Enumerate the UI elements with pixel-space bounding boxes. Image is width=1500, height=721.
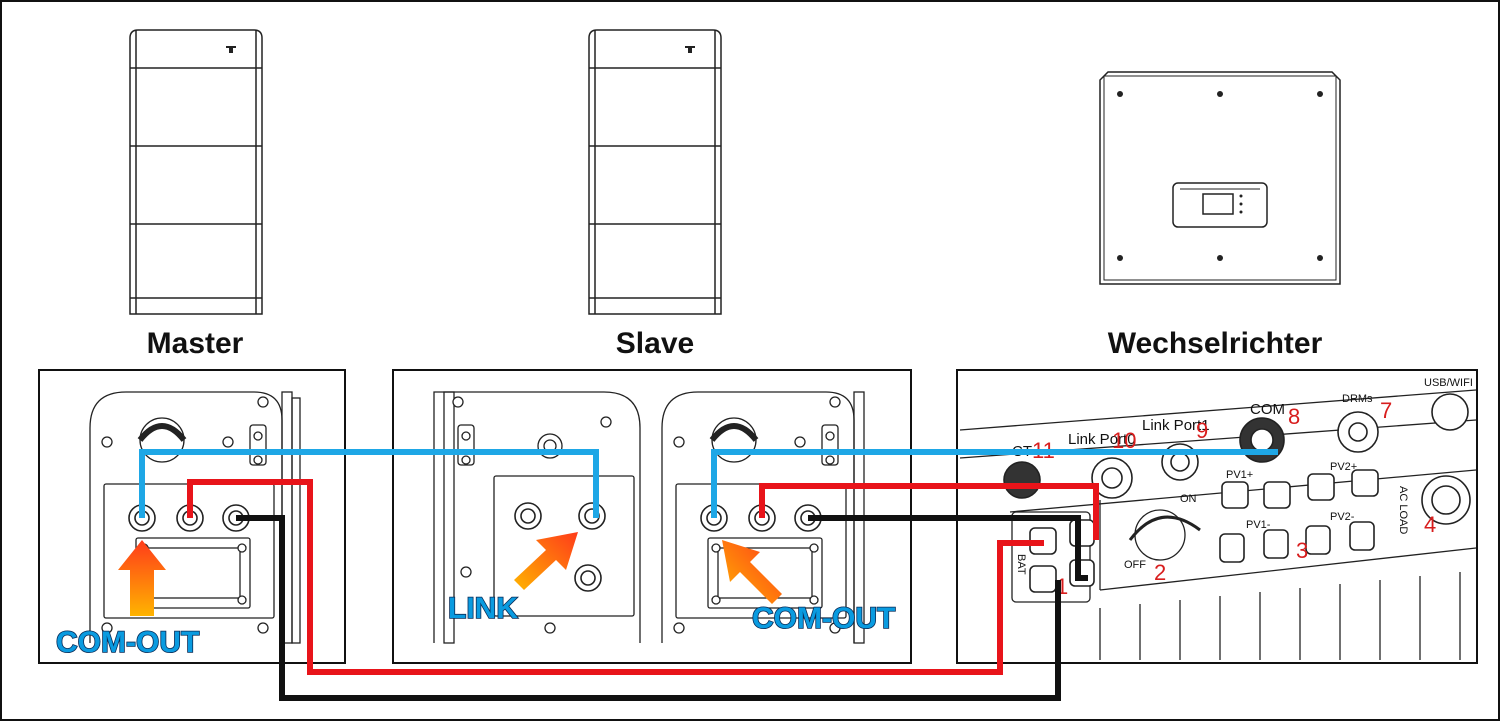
slave-com-out-arrow [722,540,782,604]
port-number-2: 2 [1154,560,1166,585]
negative-cable-slave-to-inverter [808,515,1088,581]
battery-label: BAT [1015,554,1027,575]
drms-label: DRMs [1342,393,1373,405]
slave-battery-illustration [588,29,722,315]
pv1-minus-label: PV1- [1246,519,1271,531]
positive-cable-slave-to-inverter [759,483,1099,540]
usb-wifi-port [1431,393,1469,431]
switch-on-label: ON [1180,493,1197,505]
link-port1-label: Link Port1 [1142,417,1210,434]
port-number-7: 7 [1380,398,1392,423]
switch-off-label: OFF [1124,559,1146,571]
port-number-8: 8 [1288,404,1300,429]
slave-heading: Slave [616,327,694,360]
pv2-minus-label: PV2- [1330,511,1355,523]
pv2-plus-connector [1307,473,1335,501]
slave-link-arrow [514,532,578,590]
ac-load-label: AC LOAD [1397,486,1409,534]
pv2-minus-connector [1305,525,1331,555]
com-label: COM [1250,401,1285,418]
link-port0-label: Link Port0 [1068,431,1136,448]
communication-cable-master-to-slave-link [139,449,599,518]
communication-cable-slave-to-inverter-com [711,449,1278,518]
ct-port [1003,461,1041,499]
inverter-screen [1202,193,1234,215]
negative-cable-master-to-inverter [236,515,1061,701]
slave-link-label: LINK [448,592,518,625]
port-number-9: 9 [1196,418,1208,443]
slave-com-out-label: COM-OUT [752,602,895,635]
positive-cable-master-to-inverter [187,479,1044,675]
port-number-4: 4 [1424,512,1436,537]
inverter-heading: Wechselrichter [1108,327,1323,360]
port-number-10: 10 [1112,428,1136,453]
master-com-out-arrow [118,540,166,616]
master-com-out-label: COM-OUT [56,626,199,659]
usb-wifi-label: USB/WIFI [1424,377,1473,389]
pv2-plus-label: PV2+ [1330,461,1357,473]
master-heading: Master [147,327,244,360]
port-number-3: 3 [1296,538,1308,563]
pv1-minus-connector [1219,533,1245,563]
pv1-plus-label: PV1+ [1226,469,1253,481]
pv1-plus-connector [1221,481,1249,509]
master-battery-illustration [129,29,263,315]
battery-negative-connector [1029,565,1057,593]
inverter-illustration [1099,71,1341,285]
